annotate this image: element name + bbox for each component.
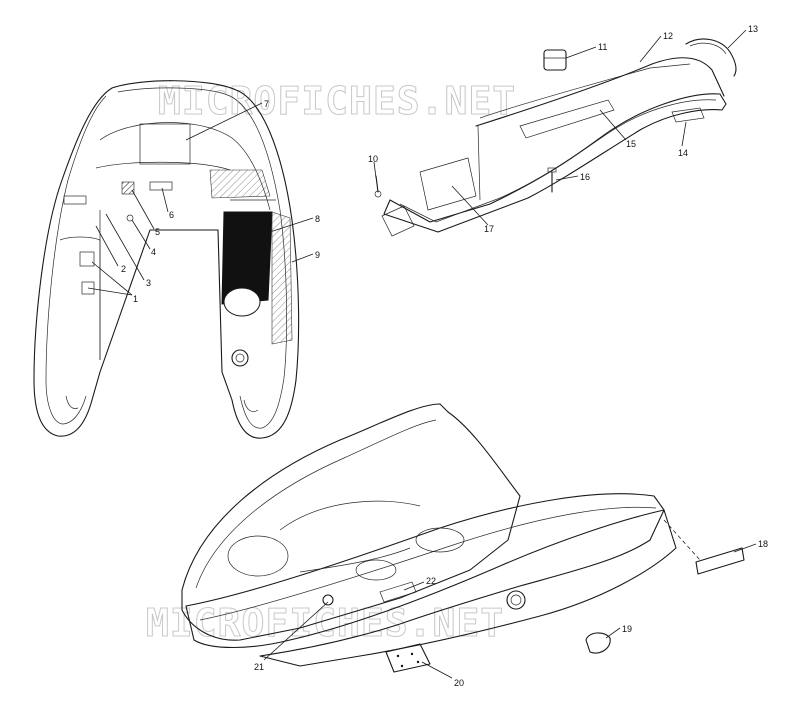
callout-10: 10 [368, 154, 378, 164]
callout-12: 12 [663, 31, 673, 41]
callout-20: 20 [454, 678, 464, 688]
leader-lines [87, 29, 757, 679]
callout-19: 19 [622, 624, 632, 634]
callout-18: 18 [758, 539, 768, 549]
callout-2: 2 [121, 264, 126, 274]
callout-21: 21 [254, 662, 264, 672]
callout-14: 14 [678, 148, 688, 158]
callout-17: 17 [484, 224, 494, 234]
callout-11: 11 [598, 42, 607, 52]
callout-13: 13 [748, 24, 758, 34]
hood-assembly [181, 403, 745, 673]
callout-5: 5 [155, 227, 160, 237]
deck-panel [374, 38, 737, 237]
hull-bottom-view [33, 80, 300, 439]
callout-6: 6 [169, 210, 174, 220]
callout-15: 15 [626, 139, 636, 149]
callout-3: 3 [146, 278, 151, 288]
callout-9: 9 [315, 250, 320, 260]
callout-8: 8 [315, 214, 320, 224]
callout-7: 7 [264, 99, 269, 109]
callout-22: 22 [426, 576, 436, 586]
callout-4: 4 [151, 247, 156, 257]
callout-labels: 1 2 3 4 5 6 7 8 9 10 11 12 13 14 15 16 1… [121, 24, 768, 688]
callout-16: 16 [580, 172, 590, 182]
callout-1: 1 [133, 294, 138, 304]
watermark-bottom: MICROFICHES.NET [146, 601, 504, 645]
watermark-top: MICROFICHES.NET [158, 79, 516, 123]
